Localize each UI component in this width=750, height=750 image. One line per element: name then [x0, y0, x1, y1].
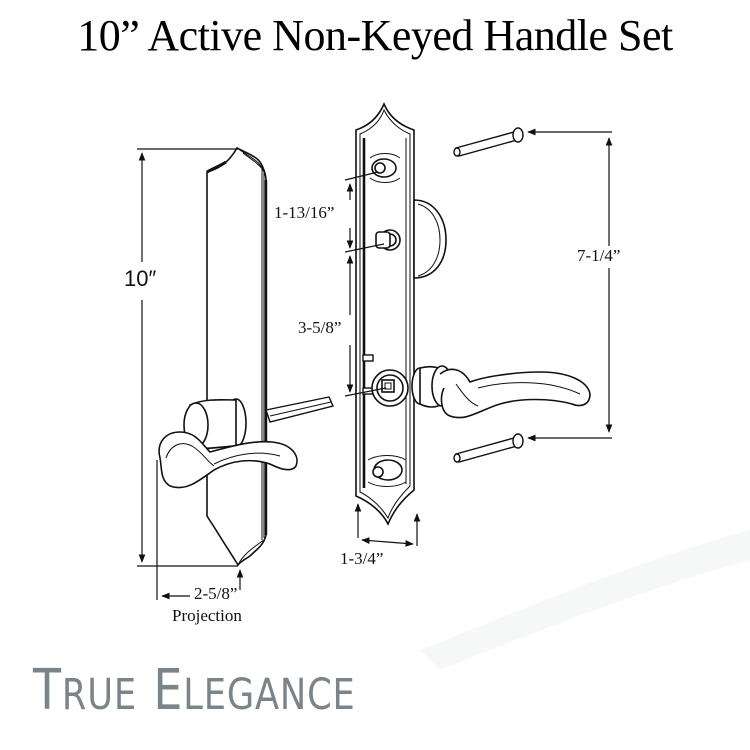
brand-initial-t: T — [33, 658, 62, 723]
exterior-lever — [158, 398, 298, 489]
mounting-screw-bottom — [453, 433, 524, 463]
page-title: 10” Active Non-Keyed Handle Set — [77, 11, 673, 60]
thumb-dome — [413, 199, 447, 279]
spindle-spacing-label: 3-5/8” — [296, 318, 344, 338]
projection-value-label: 2-5/8” — [192, 584, 240, 604]
spindle — [265, 396, 334, 423]
interior-lever — [411, 365, 591, 419]
background-swoosh — [420, 530, 750, 670]
interior-plate — [355, 101, 415, 526]
screw-length-spacing-label: 7-1/4” — [575, 246, 623, 266]
projection-text-label: Projection — [170, 606, 244, 626]
exterior-plate — [206, 146, 268, 567]
screw-spacing-top-label: 1-13/16” — [272, 203, 337, 223]
brand-logo: TRUE ELEGANCE — [33, 658, 356, 723]
height-dimension-label: 10″ — [124, 266, 157, 292]
brand-initial-e: E — [153, 658, 184, 723]
plate-width-label: 1-3/4” — [338, 549, 386, 569]
dimension-lines — [137, 128, 613, 600]
mounting-screw-top — [453, 127, 524, 157]
brand-rest-rue: RUE — [61, 670, 137, 720]
brand-rest-legance: LEGANCE — [183, 670, 356, 720]
